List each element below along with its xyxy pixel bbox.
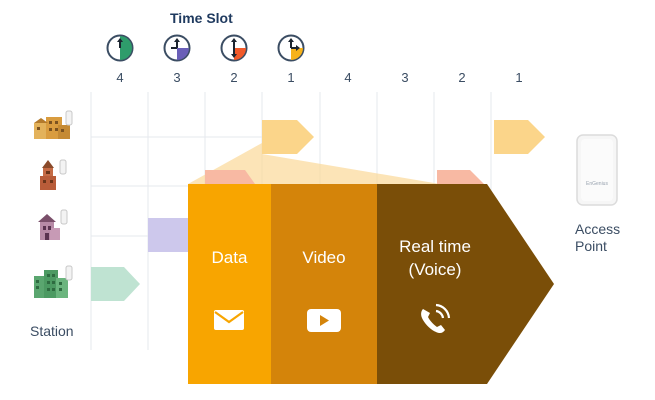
voice-segment [377, 184, 554, 384]
apartment-station-icon [32, 264, 74, 300]
data-segment [188, 184, 271, 384]
data-label: Data [211, 248, 248, 267]
video-segment [271, 184, 377, 384]
clock-slot-3-icon [163, 34, 191, 62]
time-slot-title: Time Slot [170, 10, 233, 26]
play-icon [307, 309, 341, 332]
slot-1-arrow [262, 120, 314, 154]
clock-slot-2-icon [220, 34, 248, 62]
clock-slot-1-icon [277, 34, 305, 62]
phone-icon [421, 303, 451, 334]
access-point-label-line1: Access [575, 221, 621, 237]
slot-number: 1 [515, 70, 523, 85]
slot-number: 2 [230, 70, 238, 85]
slot-number: 3 [173, 70, 181, 85]
building-station-icon [32, 109, 74, 143]
slot-1-arrow-right [494, 120, 545, 154]
video-label: Video [302, 248, 346, 267]
access-point-brand: EnGenius [586, 181, 608, 187]
clock-slot-4-icon [106, 34, 134, 62]
tower-station-icon [36, 158, 72, 192]
ribbon-fan [188, 143, 440, 184]
mail-icon [214, 310, 244, 330]
slot-4-arrow [91, 267, 140, 301]
voice-label-line2: (Voice) [408, 260, 462, 279]
station-label: Station [30, 323, 74, 339]
slot-number: 4 [344, 70, 352, 85]
slot-2-arrow [205, 170, 255, 184]
slot-3-arrow [148, 218, 188, 252]
slot-number: 2 [458, 70, 466, 85]
slot-number: 3 [401, 70, 409, 85]
voice-label-line1: Real time [399, 237, 471, 256]
slot-number: 1 [287, 70, 295, 85]
slot-number: 4 [116, 70, 124, 85]
access-point-label-line2: Point [575, 238, 607, 254]
house-station-icon [34, 208, 72, 244]
access-point-icon [576, 134, 618, 206]
slot-2-arrow-right [437, 170, 484, 184]
